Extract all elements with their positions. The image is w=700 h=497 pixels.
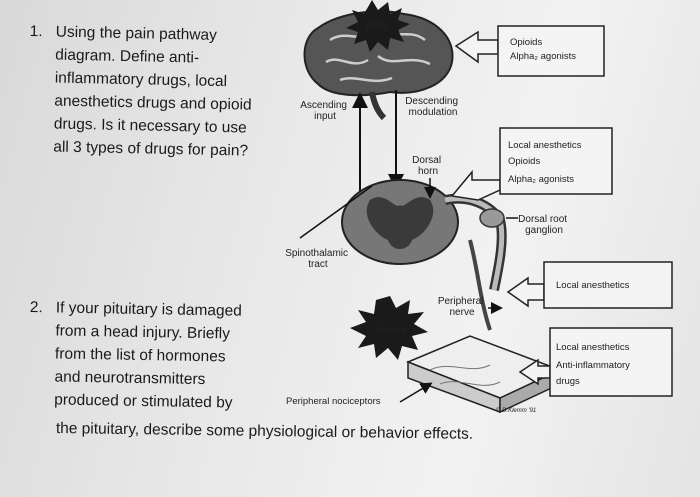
pain-label: Pain bbox=[366, 20, 386, 31]
peripheral-nerve-label: Peripheral nerve bbox=[438, 296, 486, 318]
trauma-label: Trauma bbox=[375, 325, 406, 335]
spinothalamic-pointer bbox=[299, 185, 373, 239]
ganglion-shape bbox=[479, 208, 505, 228]
pain-burst-icon: Pain bbox=[346, 0, 410, 52]
box-brain-line: Alpha₂ agonists bbox=[510, 51, 576, 62]
box-dorsal-line: Local anesthetics bbox=[508, 140, 582, 151]
ascending-label: Ascending input bbox=[300, 100, 349, 122]
dorsal-horn-label: Dorsal horn bbox=[412, 155, 444, 177]
box-nerve-line: Local anesthetics bbox=[556, 280, 630, 291]
ganglion-label: Dorsal root ganglion bbox=[518, 214, 570, 236]
trauma-burst-icon: Trauma bbox=[350, 296, 428, 360]
copyright-text: © D.Klemm '91 bbox=[496, 407, 536, 414]
skin-tissue-illustration bbox=[406, 335, 562, 414]
spinothalamic-label: Spinothalamic tract bbox=[285, 248, 351, 270]
drug-box-periphery: Local anesthetics Anti-inflammatory drug… bbox=[518, 327, 673, 397]
box-brain-line: Opioids bbox=[510, 37, 542, 48]
drug-box-dorsal: Local anesthetics Opioids Alpha₂ agonist… bbox=[450, 127, 613, 201]
box-dorsal-line: Opioids bbox=[508, 156, 540, 167]
drug-box-nerve: Local anesthetics bbox=[506, 261, 673, 309]
box-periphery-line: Anti-inflammatory bbox=[556, 360, 630, 371]
box-periphery-line: Local anesthetics bbox=[556, 342, 630, 353]
nociceptors-label: Peripheral nociceptors bbox=[286, 396, 381, 407]
drug-box-brain: Opioids Alpha₂ agonists bbox=[454, 25, 605, 77]
box-periphery-line: drugs bbox=[556, 376, 580, 387]
brain-illustration bbox=[303, 10, 454, 121]
spinal-cord-illustration bbox=[341, 179, 507, 331]
nociceptors-pointer bbox=[399, 382, 433, 403]
descending-label: Descending modulation bbox=[405, 96, 461, 118]
box-dorsal-line: Alpha₂ agonists bbox=[508, 174, 574, 185]
